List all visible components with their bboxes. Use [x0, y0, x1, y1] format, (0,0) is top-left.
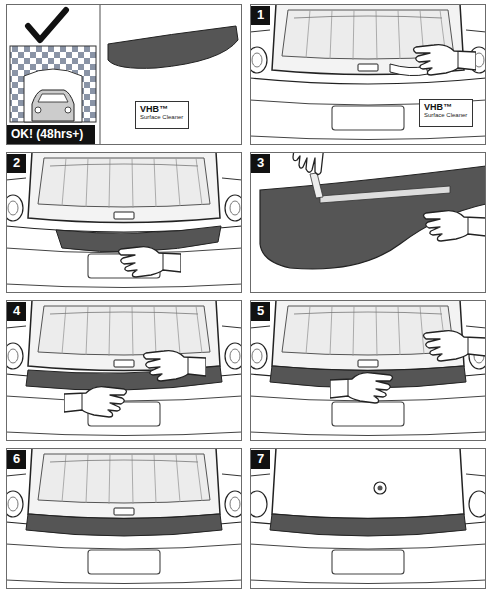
product-label: VHB™Surface Cleaner	[135, 101, 189, 129]
hand	[330, 373, 393, 403]
check-mark	[28, 10, 66, 40]
protector-strip	[270, 514, 466, 536]
step-panel: 7	[250, 448, 486, 589]
hand	[414, 45, 477, 75]
hand	[424, 211, 487, 241]
product-name: Surface Cleaner	[424, 112, 468, 119]
car-rear	[6, 300, 242, 436]
hand	[119, 247, 182, 277]
hand	[144, 351, 207, 381]
step-number: 2	[7, 154, 26, 173]
panel-art	[6, 300, 242, 436]
step-number: 7	[251, 450, 270, 469]
divider	[99, 4, 100, 145]
car-wash	[10, 46, 96, 122]
panel-art	[260, 152, 486, 269]
car-rear	[250, 300, 486, 436]
protector-strip	[26, 514, 222, 536]
step-panel: 5	[250, 300, 486, 441]
headlight	[35, 107, 41, 113]
car-rear	[6, 152, 242, 288]
step-panel: 2	[6, 152, 242, 293]
step-number: 5	[251, 302, 270, 321]
panel-art	[6, 152, 242, 288]
hand	[293, 152, 323, 175]
product-name: Surface Cleaner	[140, 114, 184, 121]
step-number: 6	[7, 450, 26, 469]
wash-arch	[24, 69, 82, 122]
brand-name: VHB™	[140, 104, 184, 114]
hand	[64, 387, 127, 417]
step-panel: VHB™Surface Cleaner 1	[250, 4, 486, 145]
peeled-tape	[310, 173, 323, 198]
product-label: VHB™Surface Cleaner	[419, 99, 473, 127]
panel-art	[10, 4, 238, 145]
panel-art	[6, 448, 242, 584]
panel-art	[250, 4, 486, 140]
step-number: 4	[7, 302, 26, 321]
step-number: 3	[251, 154, 270, 173]
car-rear	[250, 4, 486, 140]
panel-art	[250, 448, 486, 584]
brand-name: VHB™	[424, 102, 468, 112]
step-number: 1	[251, 6, 270, 25]
car-rear	[6, 448, 242, 584]
tape-liner	[320, 186, 450, 203]
step-panel: 4	[6, 300, 242, 441]
step-panel: VHB™Surface CleanerOK! (48hrs+)	[6, 4, 242, 145]
panel-art	[250, 300, 486, 436]
hand	[424, 331, 487, 361]
step-panel: 3	[250, 152, 486, 293]
status-banner: OK! (48hrs+)	[7, 125, 95, 144]
car-rear-closed	[250, 448, 486, 584]
step-panel: 6	[6, 448, 242, 589]
windshield	[38, 94, 68, 102]
protector-strip	[108, 26, 238, 68]
protector-strip	[260, 166, 486, 269]
car-front	[32, 90, 74, 121]
headlight	[65, 107, 71, 113]
